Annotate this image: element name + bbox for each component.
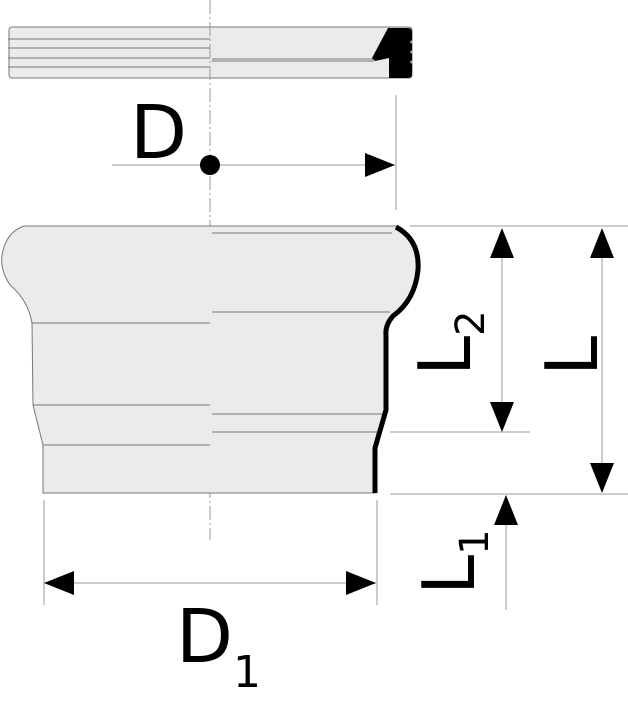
label-D1: D bbox=[176, 594, 233, 680]
dimension-L1: L1 bbox=[407, 495, 518, 610]
label-L1: L bbox=[407, 555, 491, 595]
svg-text:L2: L2 bbox=[403, 310, 494, 376]
socket-wall bbox=[372, 224, 421, 493]
label-L2: L bbox=[403, 336, 487, 376]
label-L: L bbox=[530, 336, 614, 376]
label-D: D bbox=[130, 90, 187, 176]
label-D1-subscript: 1 bbox=[233, 647, 261, 698]
dimension-D1: D1 bbox=[44, 571, 376, 698]
dimension-L2: L2 bbox=[403, 228, 514, 432]
svg-text:D1: D1 bbox=[176, 594, 261, 698]
label-L1-subscript: 1 bbox=[452, 529, 498, 554]
dimension-L: L bbox=[530, 228, 614, 493]
label-L2-subscript: 2 bbox=[448, 310, 494, 335]
fitting-body bbox=[1, 224, 421, 494]
svg-text:L1: L1 bbox=[407, 529, 498, 595]
seal-ring bbox=[372, 28, 412, 78]
dimension-D: D bbox=[112, 90, 397, 210]
